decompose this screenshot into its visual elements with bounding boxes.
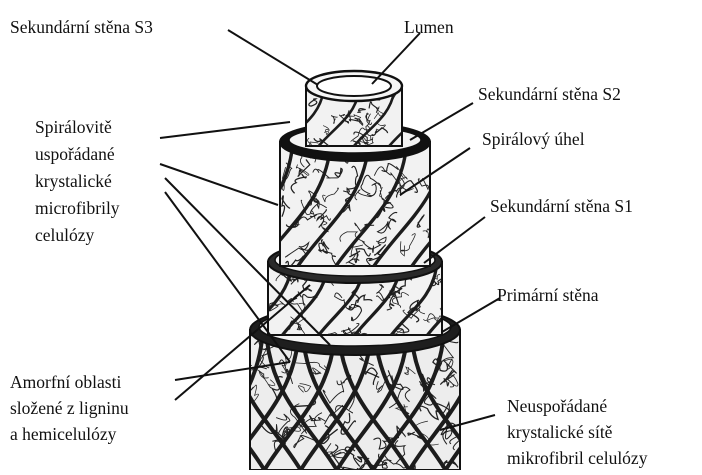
spiral-microfibril [210, 268, 255, 335]
label-s1: Sekundární stěna S1 [490, 196, 633, 216]
label-amorphous-3: a hemicelulózy [10, 424, 117, 444]
label-amorphous-1: Amorfní oblasti [10, 372, 121, 392]
label-disordered-3: mikrofibril celulózy [507, 448, 648, 468]
label-crystalline-microfibrils-2: uspořádané [35, 144, 115, 164]
spiral-microfibril [122, 340, 192, 470]
label-spiral-angle: Spirálový úhel [482, 129, 585, 149]
s3-tier [248, 71, 465, 147]
label-crystalline-microfibrils-4: microfibrily [35, 198, 120, 218]
leader-s2 [410, 103, 473, 140]
lumen-opening [317, 76, 391, 96]
leader-primary-wall [442, 298, 500, 332]
label-crystalline-microfibrils-3: krystalické [35, 171, 112, 191]
leader-microfibrils-2 [160, 164, 278, 205]
leader-lumen [372, 33, 420, 84]
spiral-microfibril [158, 340, 228, 470]
leader-s3 [228, 30, 318, 85]
label-amorphous-2: složené z ligninu [10, 398, 129, 418]
label-s2: Sekundární stěna S2 [478, 84, 621, 104]
label-primary-wall: Primární stěna [497, 285, 599, 305]
label-disordered-1: Neuspořádané [507, 396, 607, 416]
label-s3: Sekundární stěna S3 [10, 17, 153, 37]
label-disordered-2: krystalické sítě [507, 422, 613, 442]
label-crystalline-microfibrils-1: Spirálovitě [35, 117, 112, 137]
label-crystalline-microfibrils-5: celulózy [35, 225, 95, 245]
leader-s1 [424, 217, 485, 263]
leader-microfibrils-1 [160, 122, 290, 138]
label-lumen: Lumen [404, 17, 454, 37]
